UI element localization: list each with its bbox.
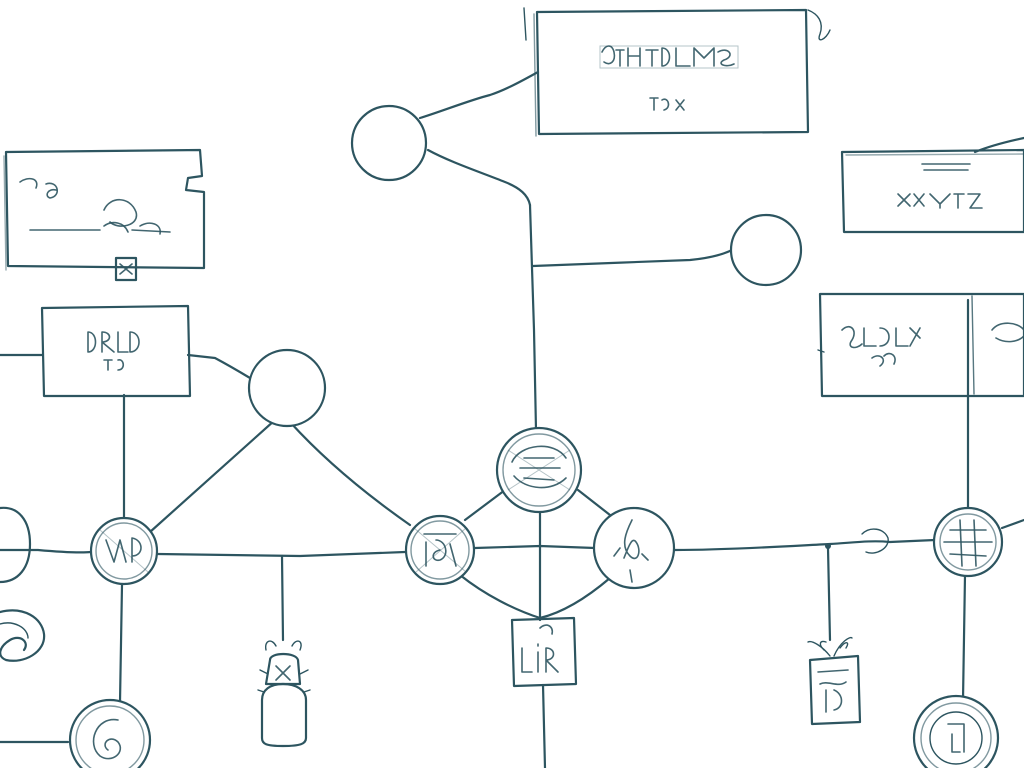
- box-top-center: [533, 8, 810, 137]
- connector-line: [961, 573, 967, 702]
- connector-line: [538, 576, 612, 620]
- swirl-icon: [0, 609, 46, 662]
- node-hub-center: [495, 426, 583, 514]
- connector-line: [280, 554, 285, 642]
- connector-lines: [0, 7, 1024, 768]
- node-junction-center: [404, 514, 476, 586]
- connector-line: [186, 353, 252, 380]
- connector-line: [418, 70, 540, 120]
- box-label-scribble: [897, 163, 983, 209]
- connector-line: [807, 9, 831, 41]
- box-left-middle: [40, 304, 192, 398]
- node-left-edge: [0, 506, 32, 584]
- connector-line: [528, 203, 538, 432]
- box-label-scribble: [521, 624, 559, 673]
- connector-line: [531, 248, 734, 268]
- connector-line: [523, 7, 527, 41]
- connector-line: [541, 683, 547, 768]
- node-bottom-left: [68, 698, 152, 768]
- connector-line: [463, 488, 507, 522]
- connector-line: [826, 546, 832, 642]
- connector-line: [673, 538, 937, 552]
- node-middle-left: [247, 348, 327, 428]
- node-junction-left: [89, 516, 159, 586]
- box-right-middle: [817, 292, 1024, 398]
- box-right-upper: [840, 148, 1024, 234]
- box-left-upper: [3, 148, 206, 282]
- box-label-scribble: [841, 322, 1024, 367]
- connector-line: [576, 488, 612, 517]
- plant-pot-icon: [807, 636, 862, 726]
- node-junction-right: [592, 506, 676, 590]
- box-label-scribble: [19, 177, 171, 235]
- connector-line: [1000, 518, 1024, 530]
- node-bottom-right: [912, 694, 1000, 768]
- connector-line: [458, 573, 542, 620]
- connector-knob: [825, 528, 889, 554]
- box-bottom-center: [510, 616, 578, 688]
- connector-line: [0, 548, 94, 554]
- connector-line: [426, 148, 532, 207]
- box-label-scribble: [87, 331, 140, 371]
- box-handle: [114, 256, 138, 282]
- connector-line: [288, 420, 412, 527]
- node-top-left: [350, 104, 428, 182]
- node-junction-far-right: [932, 506, 1004, 578]
- connector-line: [118, 583, 124, 704]
- connector-line: [473, 544, 597, 550]
- connector-line: [148, 418, 277, 534]
- node-top-right: [729, 213, 803, 287]
- connector-line: [156, 550, 407, 558]
- bug-icon: [257, 640, 311, 748]
- box-label-scribble: [599, 45, 739, 111]
